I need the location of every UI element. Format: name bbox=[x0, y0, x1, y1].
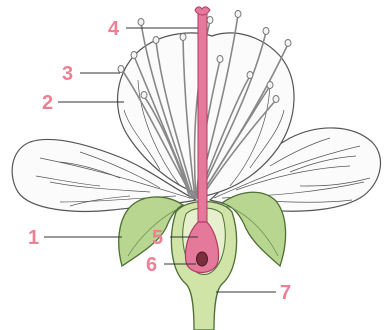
anther bbox=[235, 11, 241, 18]
anther bbox=[247, 72, 253, 79]
label-1: 1 bbox=[28, 227, 39, 249]
anther bbox=[138, 19, 144, 26]
anther bbox=[263, 28, 269, 35]
label-4: 4 bbox=[108, 18, 120, 40]
label-5: 5 bbox=[152, 227, 163, 249]
anther bbox=[217, 56, 223, 63]
label-2: 2 bbox=[42, 92, 53, 114]
anther bbox=[141, 92, 147, 99]
style bbox=[198, 14, 207, 224]
ovule bbox=[197, 252, 208, 266]
anther bbox=[273, 96, 279, 103]
anther bbox=[207, 17, 213, 24]
anther bbox=[267, 82, 273, 89]
anther bbox=[118, 66, 124, 73]
label-7: 7 bbox=[280, 282, 291, 304]
label-6: 6 bbox=[146, 254, 157, 276]
stigma bbox=[195, 7, 210, 15]
anther bbox=[180, 34, 186, 41]
anther bbox=[131, 52, 137, 59]
anther bbox=[153, 37, 159, 44]
label-3: 3 bbox=[62, 63, 73, 85]
anther bbox=[285, 40, 291, 47]
